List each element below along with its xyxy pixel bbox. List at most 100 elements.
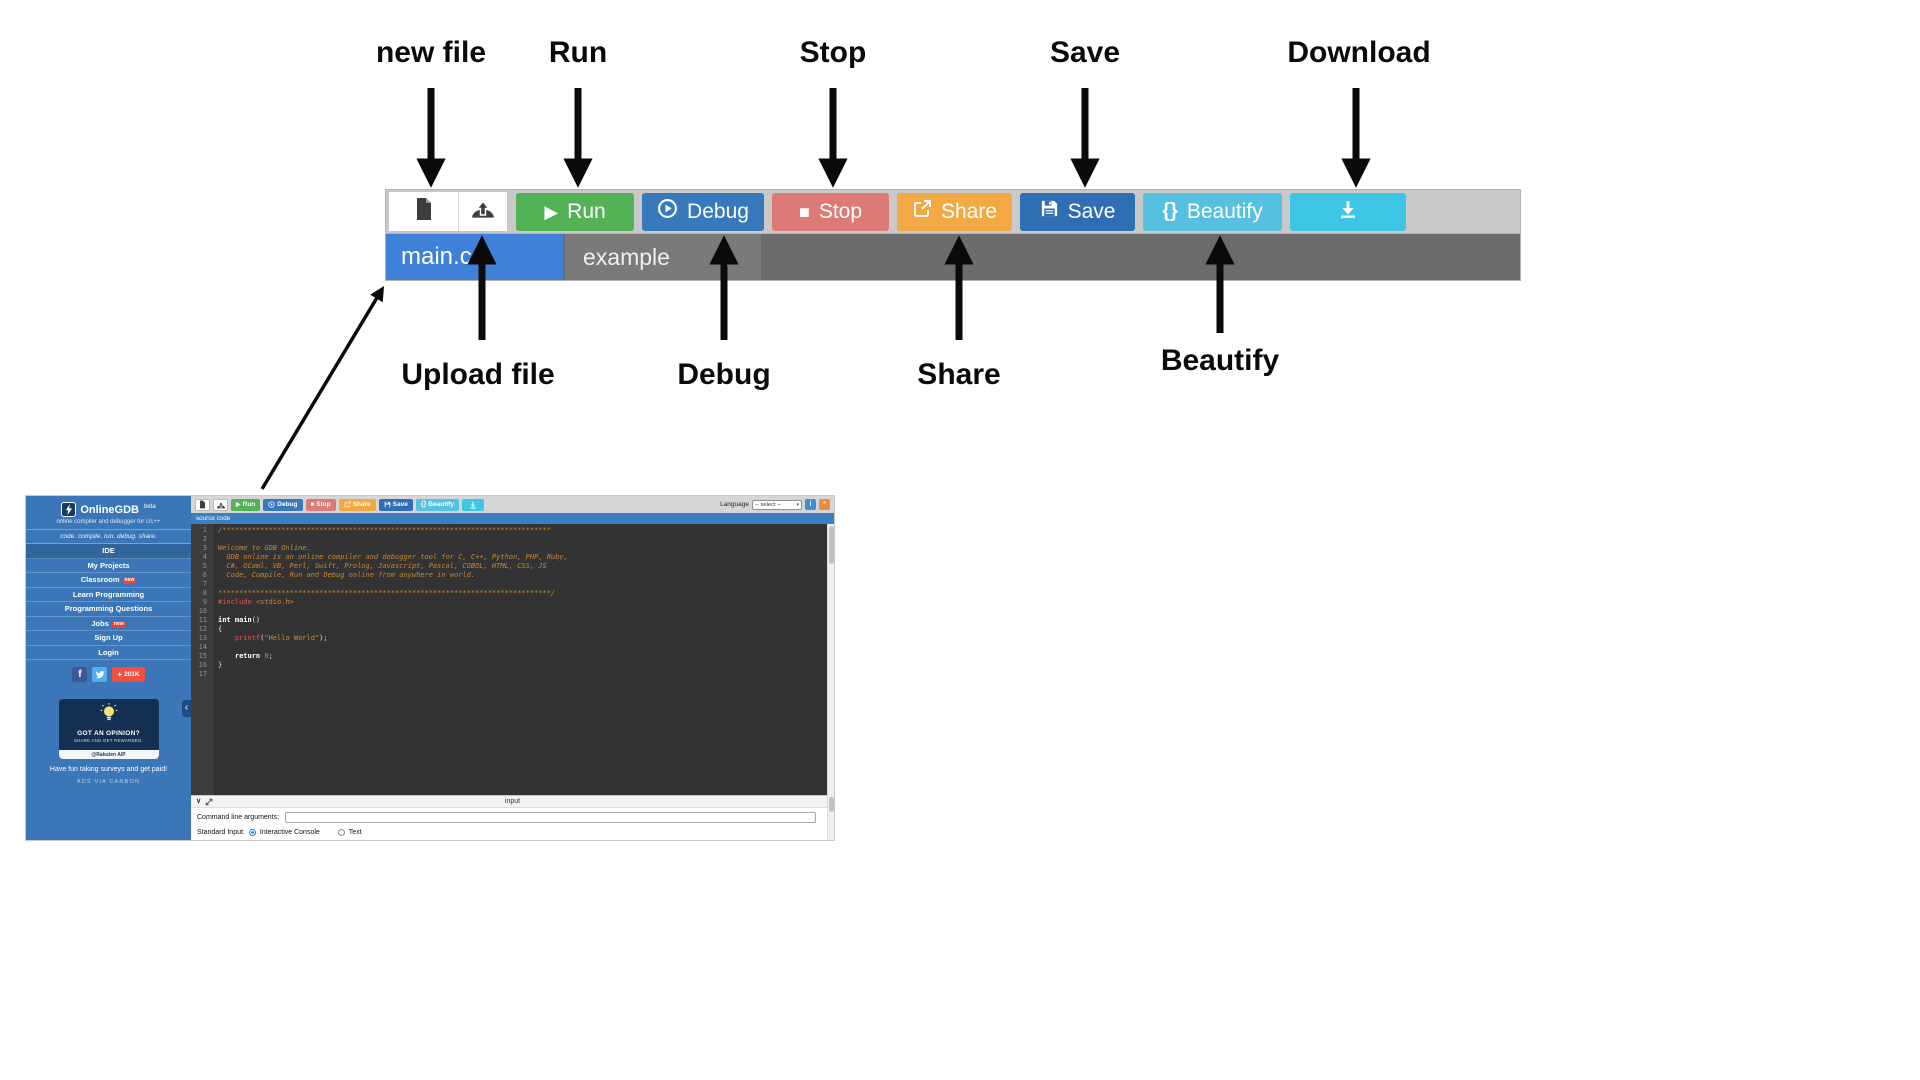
share-button[interactable]: Share bbox=[897, 192, 1012, 231]
share-button[interactable]: Share bbox=[338, 498, 376, 511]
lightbulb-icon bbox=[99, 702, 119, 729]
sidebar-item-label: My Projects bbox=[87, 560, 130, 570]
stop-square-icon: ■ bbox=[310, 501, 315, 508]
code-editor[interactable]: 1/**************************************… bbox=[191, 524, 834, 795]
stop-button-label: Stop bbox=[818, 199, 863, 223]
carbon-ad[interactable]: GOT AN OPINION? SHARE AND GET REWARDED. … bbox=[58, 699, 159, 759]
language-select[interactable]: -- select -- ▾ bbox=[752, 499, 802, 510]
run-button-label: Run bbox=[567, 199, 606, 223]
sidebar-item-ide[interactable]: IDE bbox=[26, 544, 191, 559]
command-line-row: Command line arguments: bbox=[191, 808, 834, 826]
editor-scrollbar[interactable] bbox=[827, 524, 834, 795]
editor-scrollbar-thumb[interactable] bbox=[828, 526, 834, 564]
download-button[interactable] bbox=[1290, 192, 1406, 231]
input-panel-scrollbar-thumb[interactable] bbox=[828, 797, 834, 812]
radio-text[interactable] bbox=[337, 829, 345, 836]
ide-main: ▶ Run Debug ■ Stop Share Save bbox=[191, 496, 834, 840]
sidebar-item-label: Login bbox=[98, 647, 119, 657]
twitter-icon[interactable] bbox=[92, 667, 108, 682]
run-button-label: Run bbox=[242, 501, 256, 508]
beautify-button-label: Beautify bbox=[1186, 199, 1263, 223]
toolbar: ▶ Run Debug ■ Stop Share Save bbox=[191, 496, 834, 513]
share-button-label: Share bbox=[352, 501, 371, 508]
debug-button[interactable]: Debug bbox=[642, 192, 764, 231]
sidebar: OnlineGDB beta online compiler and debug… bbox=[26, 496, 191, 840]
code-line: 7 bbox=[202, 580, 207, 588]
toolbar-zoomed: ▶ Run Debug ■ Stop Share Save {} bbox=[385, 189, 1521, 234]
share-icon bbox=[912, 199, 932, 225]
share-button-label: Share bbox=[940, 199, 998, 223]
brand-tagline: online compiler and debugger for c/c++ bbox=[56, 519, 161, 525]
settings-button[interactable]: * bbox=[819, 499, 830, 510]
save-button-label: Save bbox=[392, 501, 408, 508]
code-line: 14 bbox=[198, 643, 207, 651]
standard-input-row: Standard Input: Interactive Console Text bbox=[191, 826, 834, 840]
stop-button[interactable]: ■ Stop bbox=[305, 498, 336, 511]
upload-file-button[interactable] bbox=[213, 498, 228, 511]
sidebar-item-login[interactable]: Login bbox=[26, 646, 191, 660]
standard-input-label: Standard Input: bbox=[197, 829, 245, 836]
beta-tag: beta bbox=[143, 503, 156, 510]
brand-name: OnlineGDB bbox=[80, 503, 139, 516]
tab-main-c[interactable]: main.c bbox=[386, 234, 563, 280]
expand-panel-icon[interactable] bbox=[205, 798, 213, 806]
sidebar-item-my-projects[interactable]: My Projects bbox=[26, 559, 191, 573]
save-button[interactable]: Save bbox=[378, 498, 413, 511]
play-icon: ▶ bbox=[236, 501, 241, 508]
code-line: 17 bbox=[198, 670, 207, 678]
new-file-button[interactable] bbox=[195, 498, 210, 511]
sidebar-item-learn-programming[interactable]: Learn Programming bbox=[26, 588, 191, 602]
collapse-panel-icon[interactable]: ∨ bbox=[196, 798, 202, 805]
file-buttons-group bbox=[388, 191, 508, 232]
tab-example[interactable]: example ⋮ bbox=[565, 234, 761, 280]
language-select-value: -- select -- bbox=[755, 501, 782, 508]
tab-example-label: example bbox=[583, 243, 670, 270]
sidebar-item-label: Programming Questions bbox=[64, 604, 153, 613]
line-number-gutter bbox=[191, 524, 215, 795]
save-button[interactable]: Save bbox=[1020, 192, 1135, 231]
sidebar-item-label: Sign Up bbox=[94, 633, 123, 642]
ad-subline: SHARE AND GET REWARDED. bbox=[74, 738, 143, 743]
language-label: Language bbox=[720, 501, 749, 508]
input-panel-scrollbar[interactable] bbox=[827, 795, 834, 840]
upload-file-button[interactable] bbox=[459, 192, 507, 231]
annotation-label-stop: Stop bbox=[799, 36, 867, 69]
run-button[interactable]: ▶ Run bbox=[516, 192, 634, 231]
beautify-button[interactable]: {} Beautify bbox=[1143, 192, 1282, 231]
annotation-label-upload-file: Upload file bbox=[401, 358, 555, 391]
annotation-label-share: Share bbox=[917, 358, 1001, 391]
stop-button[interactable]: ■ Stop bbox=[772, 192, 889, 231]
radio-interactive-console[interactable] bbox=[248, 829, 256, 836]
social-row: f + 201K bbox=[26, 660, 191, 687]
debug-button[interactable]: Debug bbox=[263, 498, 303, 511]
facebook-icon[interactable]: f bbox=[72, 667, 88, 682]
code-line: 5 C#, OCaml, VB, Perl, Swift, Prolog, Ja… bbox=[202, 562, 547, 570]
new-badge: new bbox=[122, 577, 137, 584]
annotation-label-beautify: Beautify bbox=[1160, 344, 1280, 377]
run-button[interactable]: ▶ Run bbox=[231, 498, 261, 511]
code-line: 6 Code, Compile, Run and Debug online fr… bbox=[202, 571, 476, 579]
input-panel: ∨ input Command line arguments: Standard… bbox=[191, 795, 834, 840]
beautify-button[interactable]: {} Beautify bbox=[415, 498, 459, 511]
share-count-button[interactable]: + 201K bbox=[112, 667, 145, 682]
braces-icon: {} bbox=[420, 501, 427, 508]
new-file-button[interactable] bbox=[389, 192, 459, 231]
sidebar-item-sign-up[interactable]: Sign Up bbox=[26, 631, 191, 646]
download-button[interactable] bbox=[461, 498, 484, 511]
tab-main-c-label: main.c bbox=[401, 243, 472, 270]
code-line: 16} bbox=[198, 661, 223, 669]
sidebar-item-label: Classroom bbox=[80, 575, 120, 584]
sidebar-collapse-handle[interactable]: ‹ bbox=[182, 700, 191, 717]
sidebar-item-programming-questions[interactable]: Programming Questions bbox=[26, 602, 191, 617]
command-line-arguments-input[interactable] bbox=[285, 812, 816, 823]
sidebar-item-label: IDE bbox=[102, 546, 115, 555]
radio-text-label: Text bbox=[348, 829, 362, 836]
brand-row: OnlineGDB beta bbox=[26, 496, 191, 518]
code-line: 13 printf("Hello World"); bbox=[198, 634, 328, 642]
annotation-label-save: Save bbox=[1049, 36, 1121, 69]
tab-menu-dots-icon[interactable]: ⋮ bbox=[716, 245, 737, 269]
info-button[interactable]: i bbox=[805, 499, 816, 510]
